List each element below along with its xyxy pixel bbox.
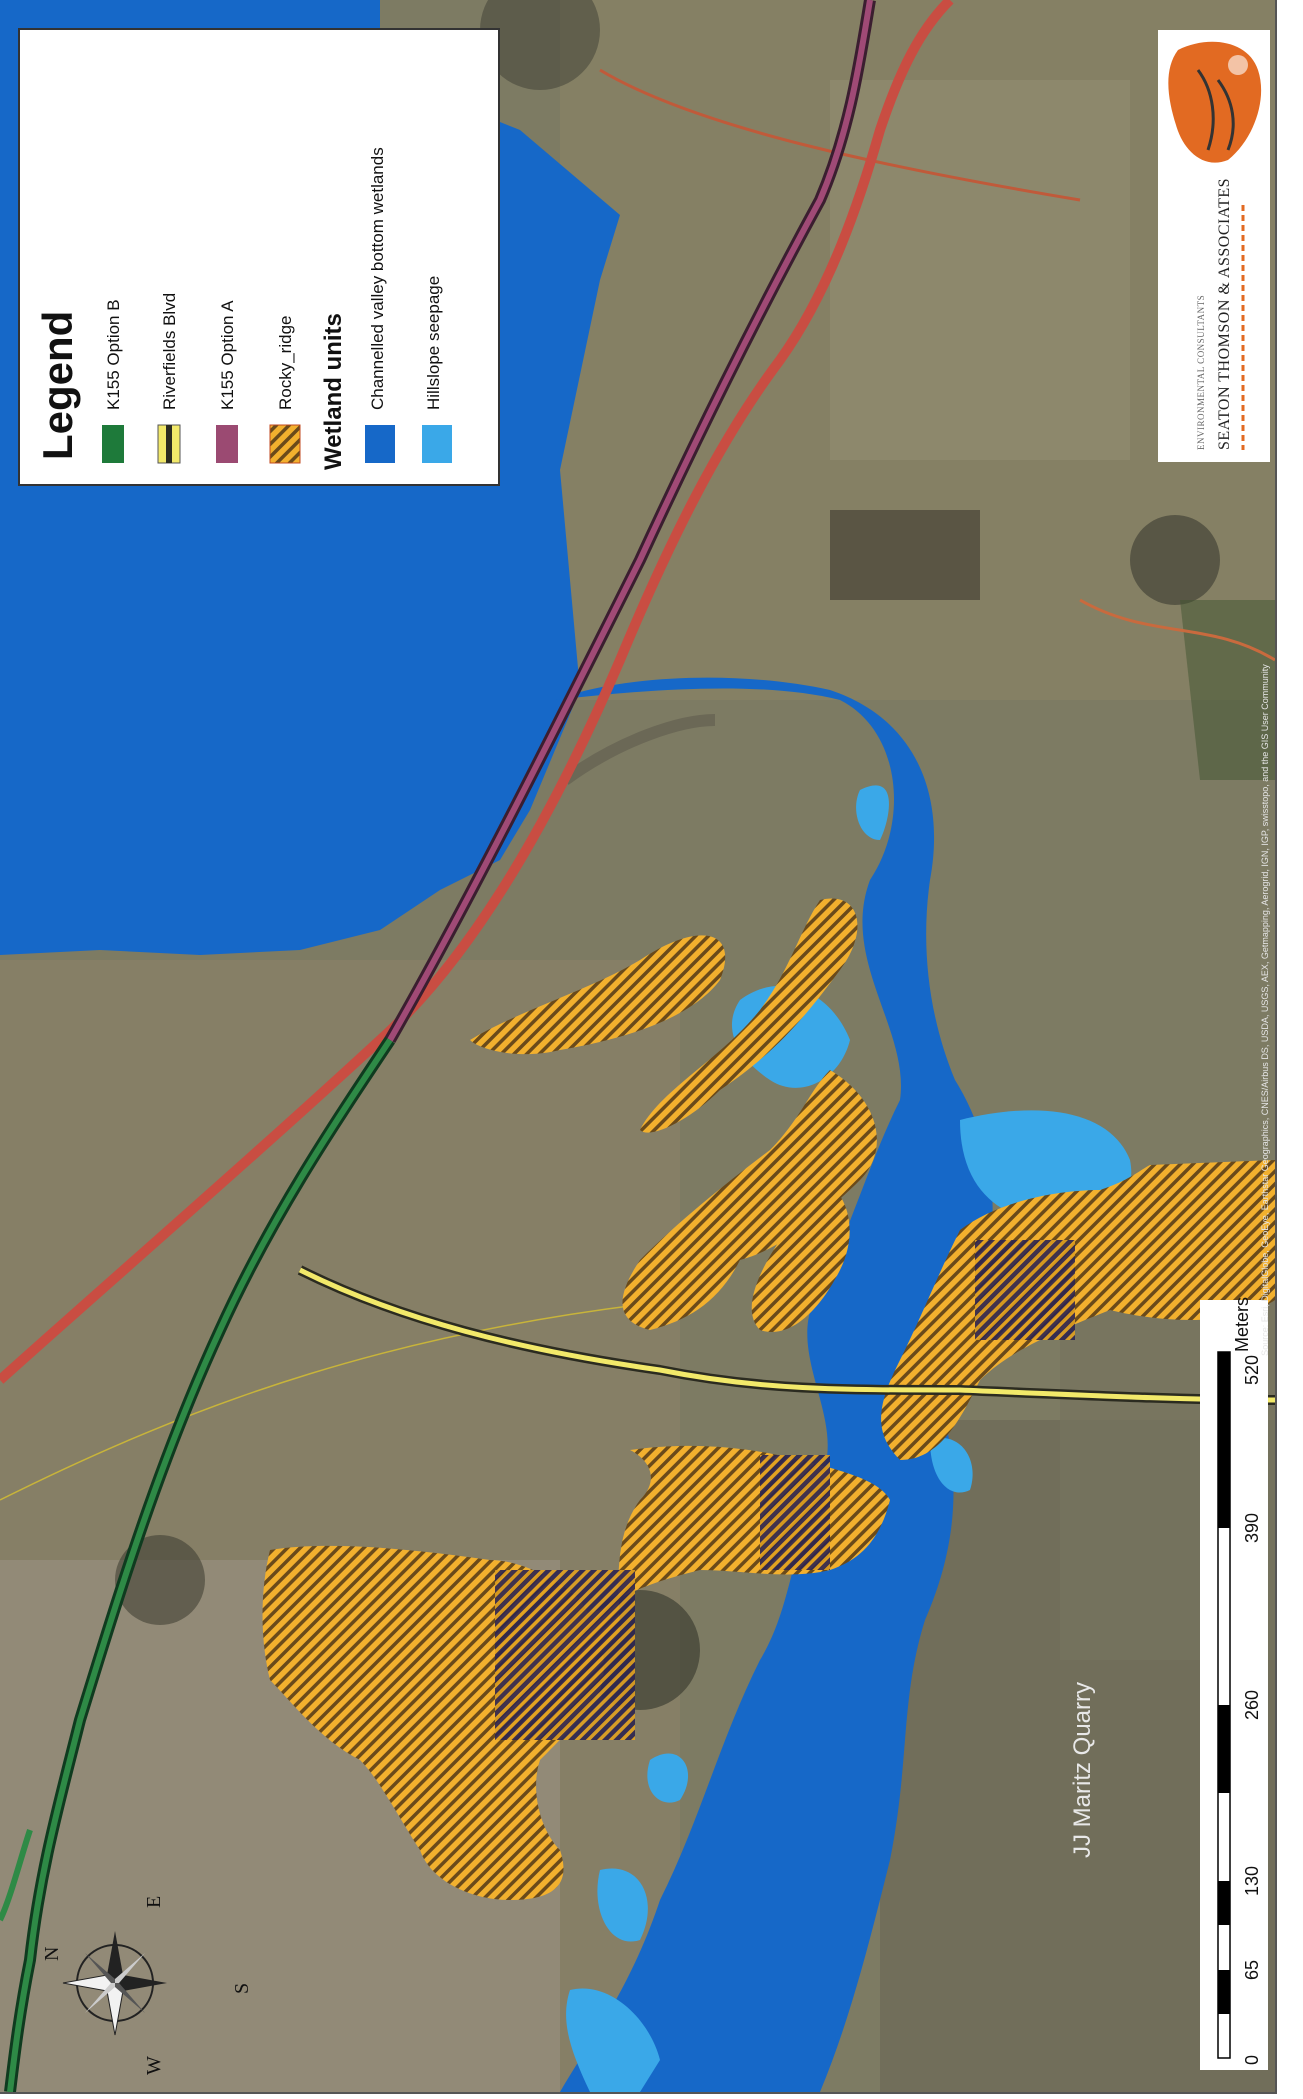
compass-rose-icon (62, 1931, 167, 2036)
compass-letter-n: N (41, 1947, 63, 1961)
legend-title: Legend (34, 310, 81, 460)
vegetation-patch (1180, 600, 1275, 780)
scale-unit-label: Meters (1232, 1297, 1252, 1352)
scale-tick-65: 65 (1242, 1960, 1262, 1980)
logo-tree-icon (1168, 41, 1262, 163)
legend-swatch-k155-option-b (102, 425, 124, 463)
scale-bar (1217, 1351, 1231, 2059)
field-dark-patch (830, 510, 980, 600)
map-frame: JJ Maritz Quarry Source: Esri, DigitalGl… (0, 0, 1277, 2094)
legend-label-k155-option-b: K155 Option B (104, 299, 123, 410)
scale-tick-390: 390 (1242, 1513, 1262, 1543)
rocky-ridge[interactable] (751, 1170, 850, 1332)
scale-tick-130: 130 (1242, 1866, 1262, 1896)
dirt-track (599, 68, 1081, 202)
legend-wetland-heading: Wetland units (320, 313, 347, 470)
compass-letter-e: E (143, 1896, 165, 1908)
ridge-overlap (495, 1570, 635, 1740)
ridge-overlap (760, 1455, 830, 1570)
road-existing (0, 0, 954, 1384)
place-label-quarry: JJ Maritz Quarry (1069, 1682, 1096, 1858)
wetland-hillslope-seepage[interactable] (930, 1438, 973, 1493)
road-riverfields-blvd[interactable] (298, 1267, 1275, 1403)
scale-tick-0: 0 (1242, 2055, 1262, 2065)
legend-label-riverfields-blvd: Riverfields Blvd (160, 292, 179, 410)
rocky-ridge[interactable] (640, 898, 858, 1133)
boundary-line (0, 1299, 681, 1501)
map-credits: Source: Esri, DigitalGlobe, GeoEye, Eart… (1260, 664, 1270, 1356)
wetland-hillslope-seepage[interactable] (597, 1868, 648, 1942)
legend-swatches (102, 424, 452, 464)
legend-swatch-k155-option-a (216, 425, 238, 463)
legend-label-hillslope-seepage: Hillslope seepage (424, 275, 443, 410)
legend: Legend K155 Option B Riverfields Blvd K1… (18, 28, 500, 486)
wetland-hillslope-seepage[interactable] (647, 1753, 689, 1803)
rocky-ridge[interactable] (881, 1160, 1275, 1460)
scale-tick-260: 260 (1242, 1690, 1262, 1720)
road-k155-option-b-branch (0, 1829, 33, 1922)
compass-letter-w: W (143, 2056, 165, 2075)
map-canvas[interactable]: JJ Maritz Quarry Source: Esri, DigitalGl… (0, 0, 1275, 2092)
rocky-ridge[interactable] (622, 1070, 877, 1330)
scale-bar-background (1200, 1300, 1268, 2070)
dirt-track (1079, 598, 1275, 662)
legend-label-rocky-ridge: Rocky_ridge (276, 315, 295, 411)
rocky-ridge[interactable] (470, 935, 726, 1055)
ridge-overlap (975, 1240, 1075, 1340)
legend-swatch-riverfields-blvd-core (166, 425, 172, 463)
company-logo: SEATON THOMSON & ASSOCIATES ENVIRONMENTA… (1158, 30, 1270, 462)
road-k155-option-b[interactable] (7, 1038, 393, 2092)
scale-tick-520: 520 (1242, 1355, 1262, 1385)
legend-label-channelled-wetland: Channelled valley bottom wetlands (368, 147, 387, 410)
tree-cluster (480, 0, 600, 90)
legend-swatch-rocky-ridge (269, 424, 301, 464)
dam-wall (561, 714, 716, 785)
logo-divider (1241, 205, 1245, 450)
compass-letter-s: S (231, 1983, 253, 1994)
wetland-hillslope-seepage[interactable] (566, 1988, 660, 2092)
road-k155-option-a[interactable] (387, 0, 873, 1042)
tree-cluster (1130, 515, 1220, 605)
legend-label-k155-option-a: K155 Option A (218, 300, 237, 410)
wetland-hillslope-seepage[interactable] (856, 785, 889, 840)
wetland-channelled-valley-bottom[interactable] (555, 677, 993, 2092)
legend-swatch-hillslope-seepage (422, 425, 452, 463)
legend-swatch-channelled-wetland (365, 425, 395, 463)
